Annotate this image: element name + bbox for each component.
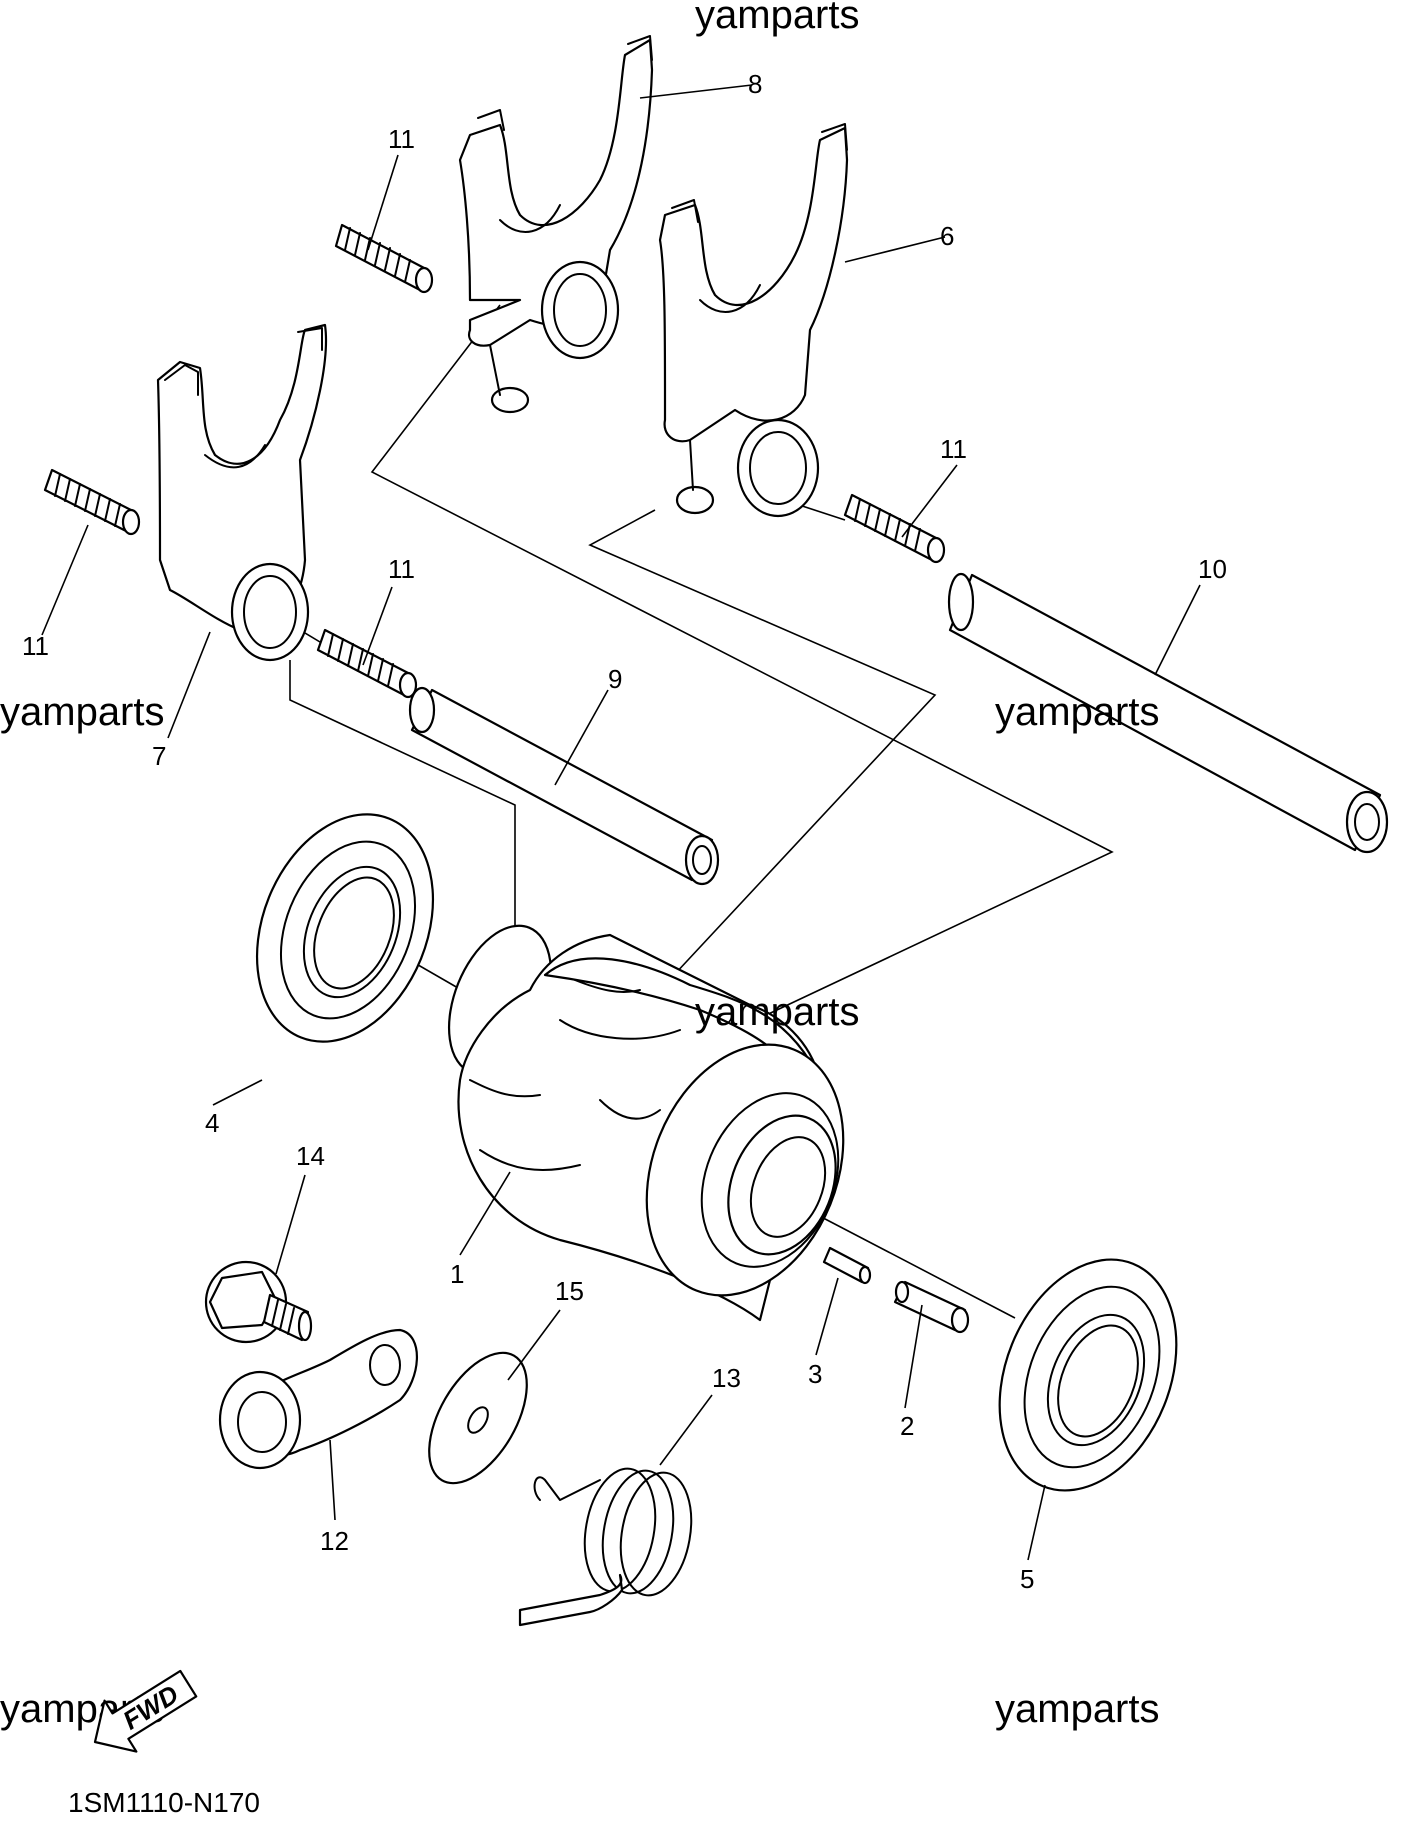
callout-13: 13 bbox=[712, 1363, 741, 1393]
callout-11-right: 11 bbox=[940, 434, 967, 464]
callout-15: 15 bbox=[555, 1276, 584, 1306]
shift-shaft-9 bbox=[408, 686, 720, 886]
watermark-left: yamparts bbox=[0, 690, 165, 734]
callout-11-left: 11 bbox=[22, 631, 49, 661]
washer-15 bbox=[428, 1351, 528, 1485]
shift-fork-6 bbox=[658, 123, 849, 518]
torsion-spring-13 bbox=[518, 1467, 693, 1627]
bearing-4 bbox=[255, 813, 435, 1043]
watermarks: yamparts yamparts yamparts yamparts yamp… bbox=[0, 0, 1160, 1731]
callout-5: 5 bbox=[1020, 1564, 1034, 1594]
callout-9: 9 bbox=[608, 664, 622, 694]
callout-4: 4 bbox=[205, 1108, 219, 1138]
spring-11-c bbox=[316, 628, 418, 699]
watermark-bottom-right: yamparts bbox=[995, 1687, 1160, 1731]
diagram-code: 1SM1110-N170 bbox=[68, 1787, 260, 1818]
callout-3: 3 bbox=[808, 1359, 822, 1389]
pin-2 bbox=[893, 1280, 970, 1334]
bolt-14 bbox=[204, 1260, 313, 1344]
shift-drum-1 bbox=[447, 924, 845, 1322]
callout-11-top: 11 bbox=[388, 124, 415, 154]
bearing-5 bbox=[998, 1258, 1178, 1492]
shift-fork-7 bbox=[156, 323, 328, 662]
callout-1: 1 bbox=[450, 1259, 464, 1289]
spring-3 bbox=[822, 1246, 872, 1285]
spring-11-b bbox=[43, 468, 141, 536]
shift-fork-8 bbox=[458, 35, 654, 414]
callout-numbers: 8 6 11 11 11 11 7 9 10 4 1 3 2 5 14 15 1… bbox=[22, 69, 1227, 1594]
callout-6: 6 bbox=[940, 221, 954, 251]
watermark-right: yamparts bbox=[995, 690, 1160, 734]
watermark-top: yamparts bbox=[695, 0, 860, 37]
callout-7: 7 bbox=[152, 741, 166, 771]
callout-10: 10 bbox=[1198, 554, 1227, 584]
callout-14: 14 bbox=[296, 1141, 325, 1171]
callout-2: 2 bbox=[900, 1411, 914, 1441]
shift-shaft-10 bbox=[947, 572, 1389, 854]
watermark-center: yamparts bbox=[695, 990, 860, 1034]
stopper-lever-12 bbox=[218, 1328, 418, 1470]
spring-11-d bbox=[843, 493, 946, 564]
callout-11-middle: 11 bbox=[388, 554, 415, 584]
spring-11-a bbox=[334, 223, 434, 294]
callout-leaders bbox=[41, 84, 1201, 1561]
callout-8: 8 bbox=[748, 69, 762, 99]
callout-12: 12 bbox=[320, 1526, 349, 1556]
